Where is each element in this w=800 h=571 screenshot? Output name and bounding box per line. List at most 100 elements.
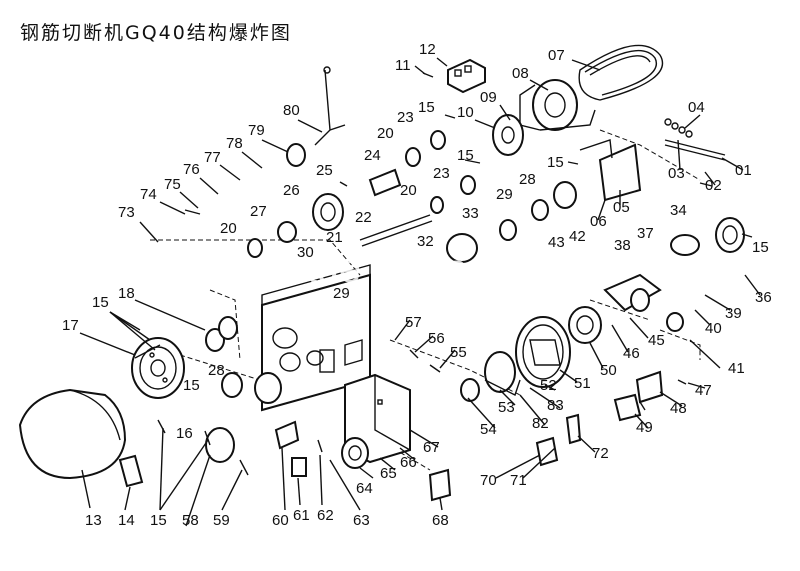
flange-34-37 (670, 217, 745, 256)
leader-line (689, 339, 721, 369)
part-label-18: 18 (118, 285, 135, 302)
part-label-80: 80 (283, 102, 300, 119)
cam-79 (286, 143, 306, 167)
part-label-10: 10 (457, 104, 474, 121)
part-label-50: 50 (600, 362, 617, 379)
leader-line (589, 342, 604, 369)
part-label-29: 29 (496, 186, 513, 203)
part-label-62: 62 (317, 507, 334, 524)
leader-line (544, 384, 556, 391)
part-label-15: 15 (547, 154, 564, 171)
part-label-67: 67 (423, 439, 440, 456)
part-label-30: 30 (297, 244, 314, 261)
leader-line (571, 59, 601, 71)
leader-line (559, 369, 578, 383)
part-label-01: 01 (735, 162, 752, 179)
plate-14 (118, 454, 144, 488)
part-label-16: 16 (176, 425, 193, 442)
part-label-15: 15 (92, 294, 109, 311)
leader-line (329, 459, 361, 511)
leader-line (394, 319, 411, 341)
part-label-04: 04 (688, 99, 705, 116)
leader-line (139, 221, 159, 243)
part-label-09: 09 (480, 89, 497, 106)
leader-line (439, 349, 456, 369)
leader-line (467, 397, 496, 429)
part-label-64: 64 (356, 480, 373, 497)
lever-80 (314, 66, 346, 146)
guard-cover-13 (18, 388, 127, 480)
part-label-71: 71 (510, 472, 527, 489)
part-label-83: 83 (547, 397, 564, 414)
part-label-08: 08 (512, 65, 529, 82)
leader-line (409, 429, 439, 448)
part-label-24: 24 (364, 147, 381, 164)
part-label-23: 23 (433, 165, 450, 182)
leader-line (611, 324, 629, 353)
part-label-32: 32 (417, 233, 434, 250)
part-label-20: 20 (220, 220, 237, 237)
belt-07 (578, 44, 664, 101)
part-label-77: 77 (204, 149, 221, 166)
leader-line (159, 201, 186, 215)
leader-line (379, 457, 396, 471)
cover-58 (205, 427, 235, 463)
part-label-58: 58 (182, 512, 199, 529)
part-label-29: 29 (333, 285, 350, 302)
fasteners (157, 72, 753, 476)
part-label-15: 15 (183, 377, 200, 394)
leader-line (744, 274, 761, 296)
crank-shaft-38 (603, 273, 684, 332)
leader-line (721, 157, 744, 171)
leader-line (519, 394, 546, 426)
leader-line (529, 387, 561, 409)
leader-line (109, 311, 141, 331)
part-label-63: 63 (353, 512, 370, 529)
leader-line (159, 427, 164, 511)
part-label-49: 49 (636, 419, 653, 436)
leader-line (529, 79, 549, 91)
leader-line (319, 454, 323, 506)
leader-line (219, 164, 241, 181)
part-label-28: 28 (519, 171, 536, 188)
blade-holder-52 (460, 351, 521, 402)
leader-line (221, 469, 243, 511)
part-label-03: 03 (668, 165, 685, 182)
part-label-74: 74 (140, 186, 157, 203)
part-label-36: 36 (755, 289, 772, 306)
leader-line (159, 439, 209, 511)
part-label-25: 25 (316, 162, 333, 179)
part-label-70: 70 (480, 472, 497, 489)
leader-line (687, 382, 706, 389)
washer-18 (205, 328, 225, 352)
leader-line (179, 191, 199, 209)
leader-line (199, 177, 219, 195)
part-label-13: 13 (85, 512, 102, 529)
leader-line (124, 486, 131, 511)
part-label-14: 14 (118, 512, 135, 529)
part-label-45: 45 (648, 332, 665, 349)
cover-28 (221, 372, 243, 398)
part-label-41: 41 (728, 360, 745, 377)
leader-line (704, 294, 731, 311)
leader-line (577, 435, 596, 453)
leader-line (694, 309, 711, 326)
leader-line (634, 413, 649, 429)
plate-49 (613, 393, 642, 422)
shaft-22 (359, 214, 433, 247)
part-label-27: 27 (250, 203, 267, 220)
leader-line (704, 171, 716, 186)
leader-line (659, 391, 683, 407)
part-label-61: 61 (293, 507, 310, 524)
part-label-05: 05 (613, 199, 630, 216)
motor-08 (519, 79, 596, 131)
shaft-01 (664, 118, 726, 161)
part-label-34: 34 (670, 202, 687, 219)
leader-line (677, 139, 681, 171)
part-label-40: 40 (705, 320, 722, 337)
part-label-37: 37 (637, 225, 654, 242)
leader-line (684, 114, 701, 129)
part-label-65: 65 (380, 465, 397, 482)
part-label-15: 15 (457, 147, 474, 164)
